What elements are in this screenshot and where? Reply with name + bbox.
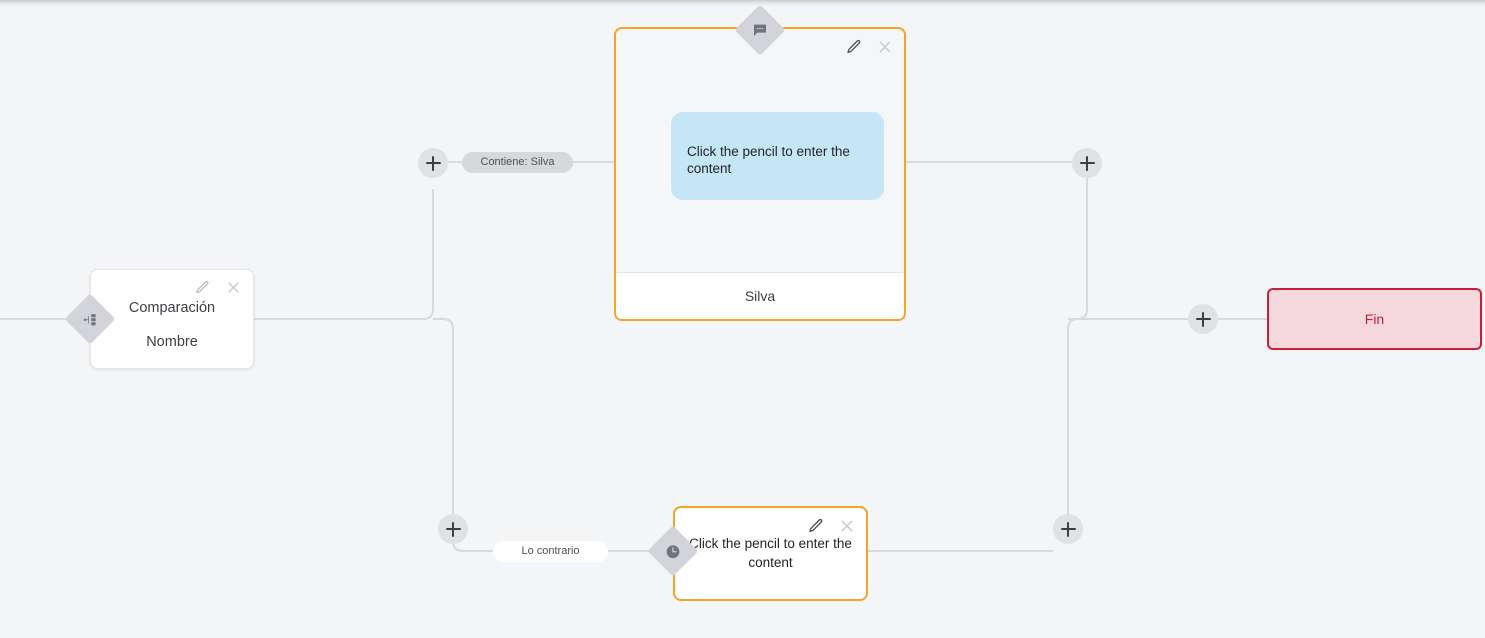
comparison-node-tools[interactable] xyxy=(195,280,241,295)
edge-false-branch-down xyxy=(433,318,454,514)
edge-bottom-plus-to-label xyxy=(452,540,497,552)
add-step-bottom-left-button[interactable] xyxy=(438,514,468,544)
close-icon[interactable] xyxy=(839,518,854,533)
pencil-icon[interactable] xyxy=(808,518,823,533)
pencil-icon[interactable] xyxy=(846,39,861,54)
comparison-node-text: Comparación Nombre xyxy=(91,298,253,366)
comparison-title: Comparación xyxy=(128,300,216,316)
condition-card-tools[interactable] xyxy=(808,518,854,533)
close-icon[interactable] xyxy=(877,39,892,54)
edge-comparison-to-top xyxy=(254,189,434,320)
message-card-footer: Silva xyxy=(616,272,904,319)
clock-icon xyxy=(665,543,682,560)
add-step-end-button[interactable] xyxy=(1188,304,1218,334)
end-node-label: Fin xyxy=(1364,311,1385,327)
node-end[interactable]: Fin xyxy=(1267,288,1482,350)
edge-label-branch-true[interactable]: Contiene: Silva xyxy=(462,152,573,173)
condition-card-port-diamond[interactable] xyxy=(647,525,699,577)
branch-icon xyxy=(83,312,98,327)
add-step-bottom-right-button[interactable] xyxy=(1053,514,1083,544)
add-step-top-right-button[interactable] xyxy=(1072,148,1102,178)
comparison-port-diamond[interactable] xyxy=(64,293,116,345)
node-condition-card[interactable]: Click the pencil to enter the content xyxy=(673,506,868,601)
comparison-subtitle: Nombre xyxy=(146,334,198,350)
message-card-tools[interactable] xyxy=(846,39,892,54)
add-step-top-left-button[interactable] xyxy=(418,148,448,178)
node-message-card[interactable]: Click the pencil to enter the content Si… xyxy=(614,27,906,321)
pencil-icon[interactable] xyxy=(195,280,210,295)
condition-card-text[interactable]: Click the pencil to enter the content xyxy=(689,536,852,570)
message-card-body: Click the pencil to enter the content xyxy=(616,29,904,272)
close-icon[interactable] xyxy=(226,280,241,295)
edge-bottom-right-up xyxy=(1067,318,1079,514)
message-card-port-diamond[interactable] xyxy=(734,4,786,56)
edge-right-plus-down xyxy=(1068,178,1088,320)
edge-label-branch-false[interactable]: Lo contrario xyxy=(493,541,608,562)
message-bubble[interactable]: Click the pencil to enter the content xyxy=(671,112,884,200)
chat-bubble-icon xyxy=(752,22,768,38)
